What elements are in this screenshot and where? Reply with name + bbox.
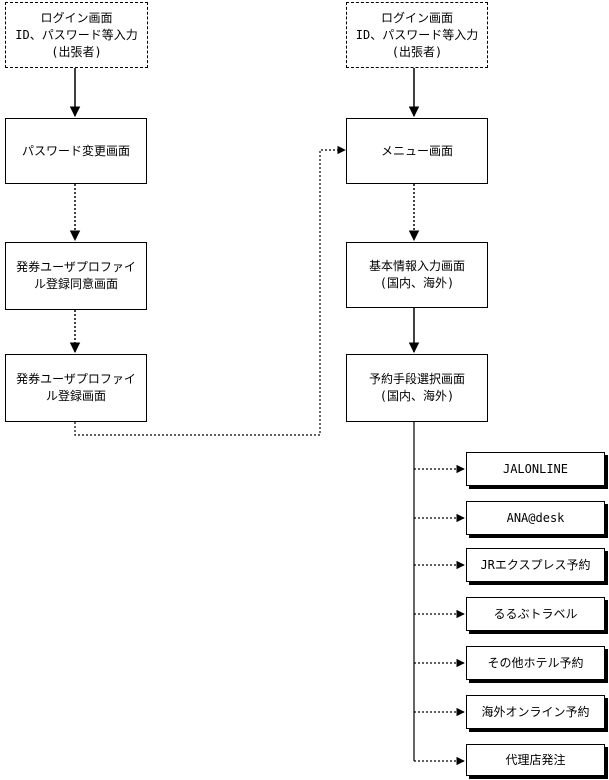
right-login-line-3: (出張者) [391, 44, 443, 59]
reservation-select-line-2: (国内、海外) [379, 389, 455, 403]
option-ana-desk-box: ANA@desk [466, 501, 605, 535]
profile-register-screen-box: 発券ユーザプロファイ ル登録画面 [5, 354, 147, 422]
option-overseas-online-box: 海外オンライン予約 [466, 695, 605, 729]
option-overseas-online-label: 海外オンライン予約 [481, 704, 590, 719]
profile-consent-line-1: 発券ユーザプロファイ [16, 260, 136, 274]
menu-screen-box: メニュー画面 [346, 118, 488, 184]
reservation-select-line-1: 予約手段選択画面 [368, 372, 465, 386]
profile-register-line-2: ル登録画面 [45, 389, 106, 403]
profile-consent-line-2: ル登録同意画面 [33, 277, 118, 291]
basic-info-screen-box: 基本情報入力画面 (国内、海外) [346, 242, 488, 308]
profile-consent-screen-box: 発券ユーザプロファイ ル登録同意画面 [5, 242, 147, 310]
option-ana-desk-label: ANA@desk [506, 510, 565, 525]
basic-info-line-2: (国内、海外) [379, 276, 455, 290]
option-other-hotel-box: その他ホテル予約 [466, 646, 605, 680]
option-rurubu-travel-box: るるぶトラベル [466, 597, 605, 631]
option-jr-express-label: JRエクスプレス予約 [480, 557, 591, 572]
password-change-label: パスワード変更画面 [21, 143, 130, 158]
right-login-line-2: ID、パスワード等入力 [355, 27, 479, 42]
left-login-screen-box: ログイン画面 ID、パスワード等入力 (出張者) [5, 2, 148, 68]
left-login-line-3: (出張者) [51, 44, 102, 59]
option-agency-order-box: 代理店発注 [466, 744, 605, 776]
basic-info-line-1: 基本情報入力画面 [368, 259, 465, 273]
option-jr-express-box: JRエクスプレス予約 [466, 548, 605, 582]
profile-register-line-1: 発券ユーザプロファイ [16, 372, 136, 386]
option-agency-order-label: 代理店発注 [505, 752, 566, 767]
menu-screen-label: メニュー画面 [380, 143, 453, 158]
left-login-line-2: ID、パスワード等入力 [15, 27, 138, 42]
password-change-screen-box: パスワード変更画面 [5, 118, 147, 184]
reservation-select-screen-box: 予約手段選択画面 (国内、海外) [346, 354, 488, 422]
left-login-line-1: ログイン画面 [40, 10, 113, 25]
option-jalonline-label: JALONLINE [502, 461, 569, 476]
arrow-register-to-menu [74, 145, 346, 436]
right-login-screen-box: ログイン画面 ID、パスワード等入力 (出張者) [346, 2, 488, 68]
option-rurubu-travel-label: るるぶトラベル [493, 606, 578, 621]
right-login-line-1: ログイン画面 [380, 10, 453, 25]
option-other-hotel-label: その他ホテル予約 [487, 655, 584, 670]
option-jalonline-box: JALONLINE [466, 452, 605, 486]
